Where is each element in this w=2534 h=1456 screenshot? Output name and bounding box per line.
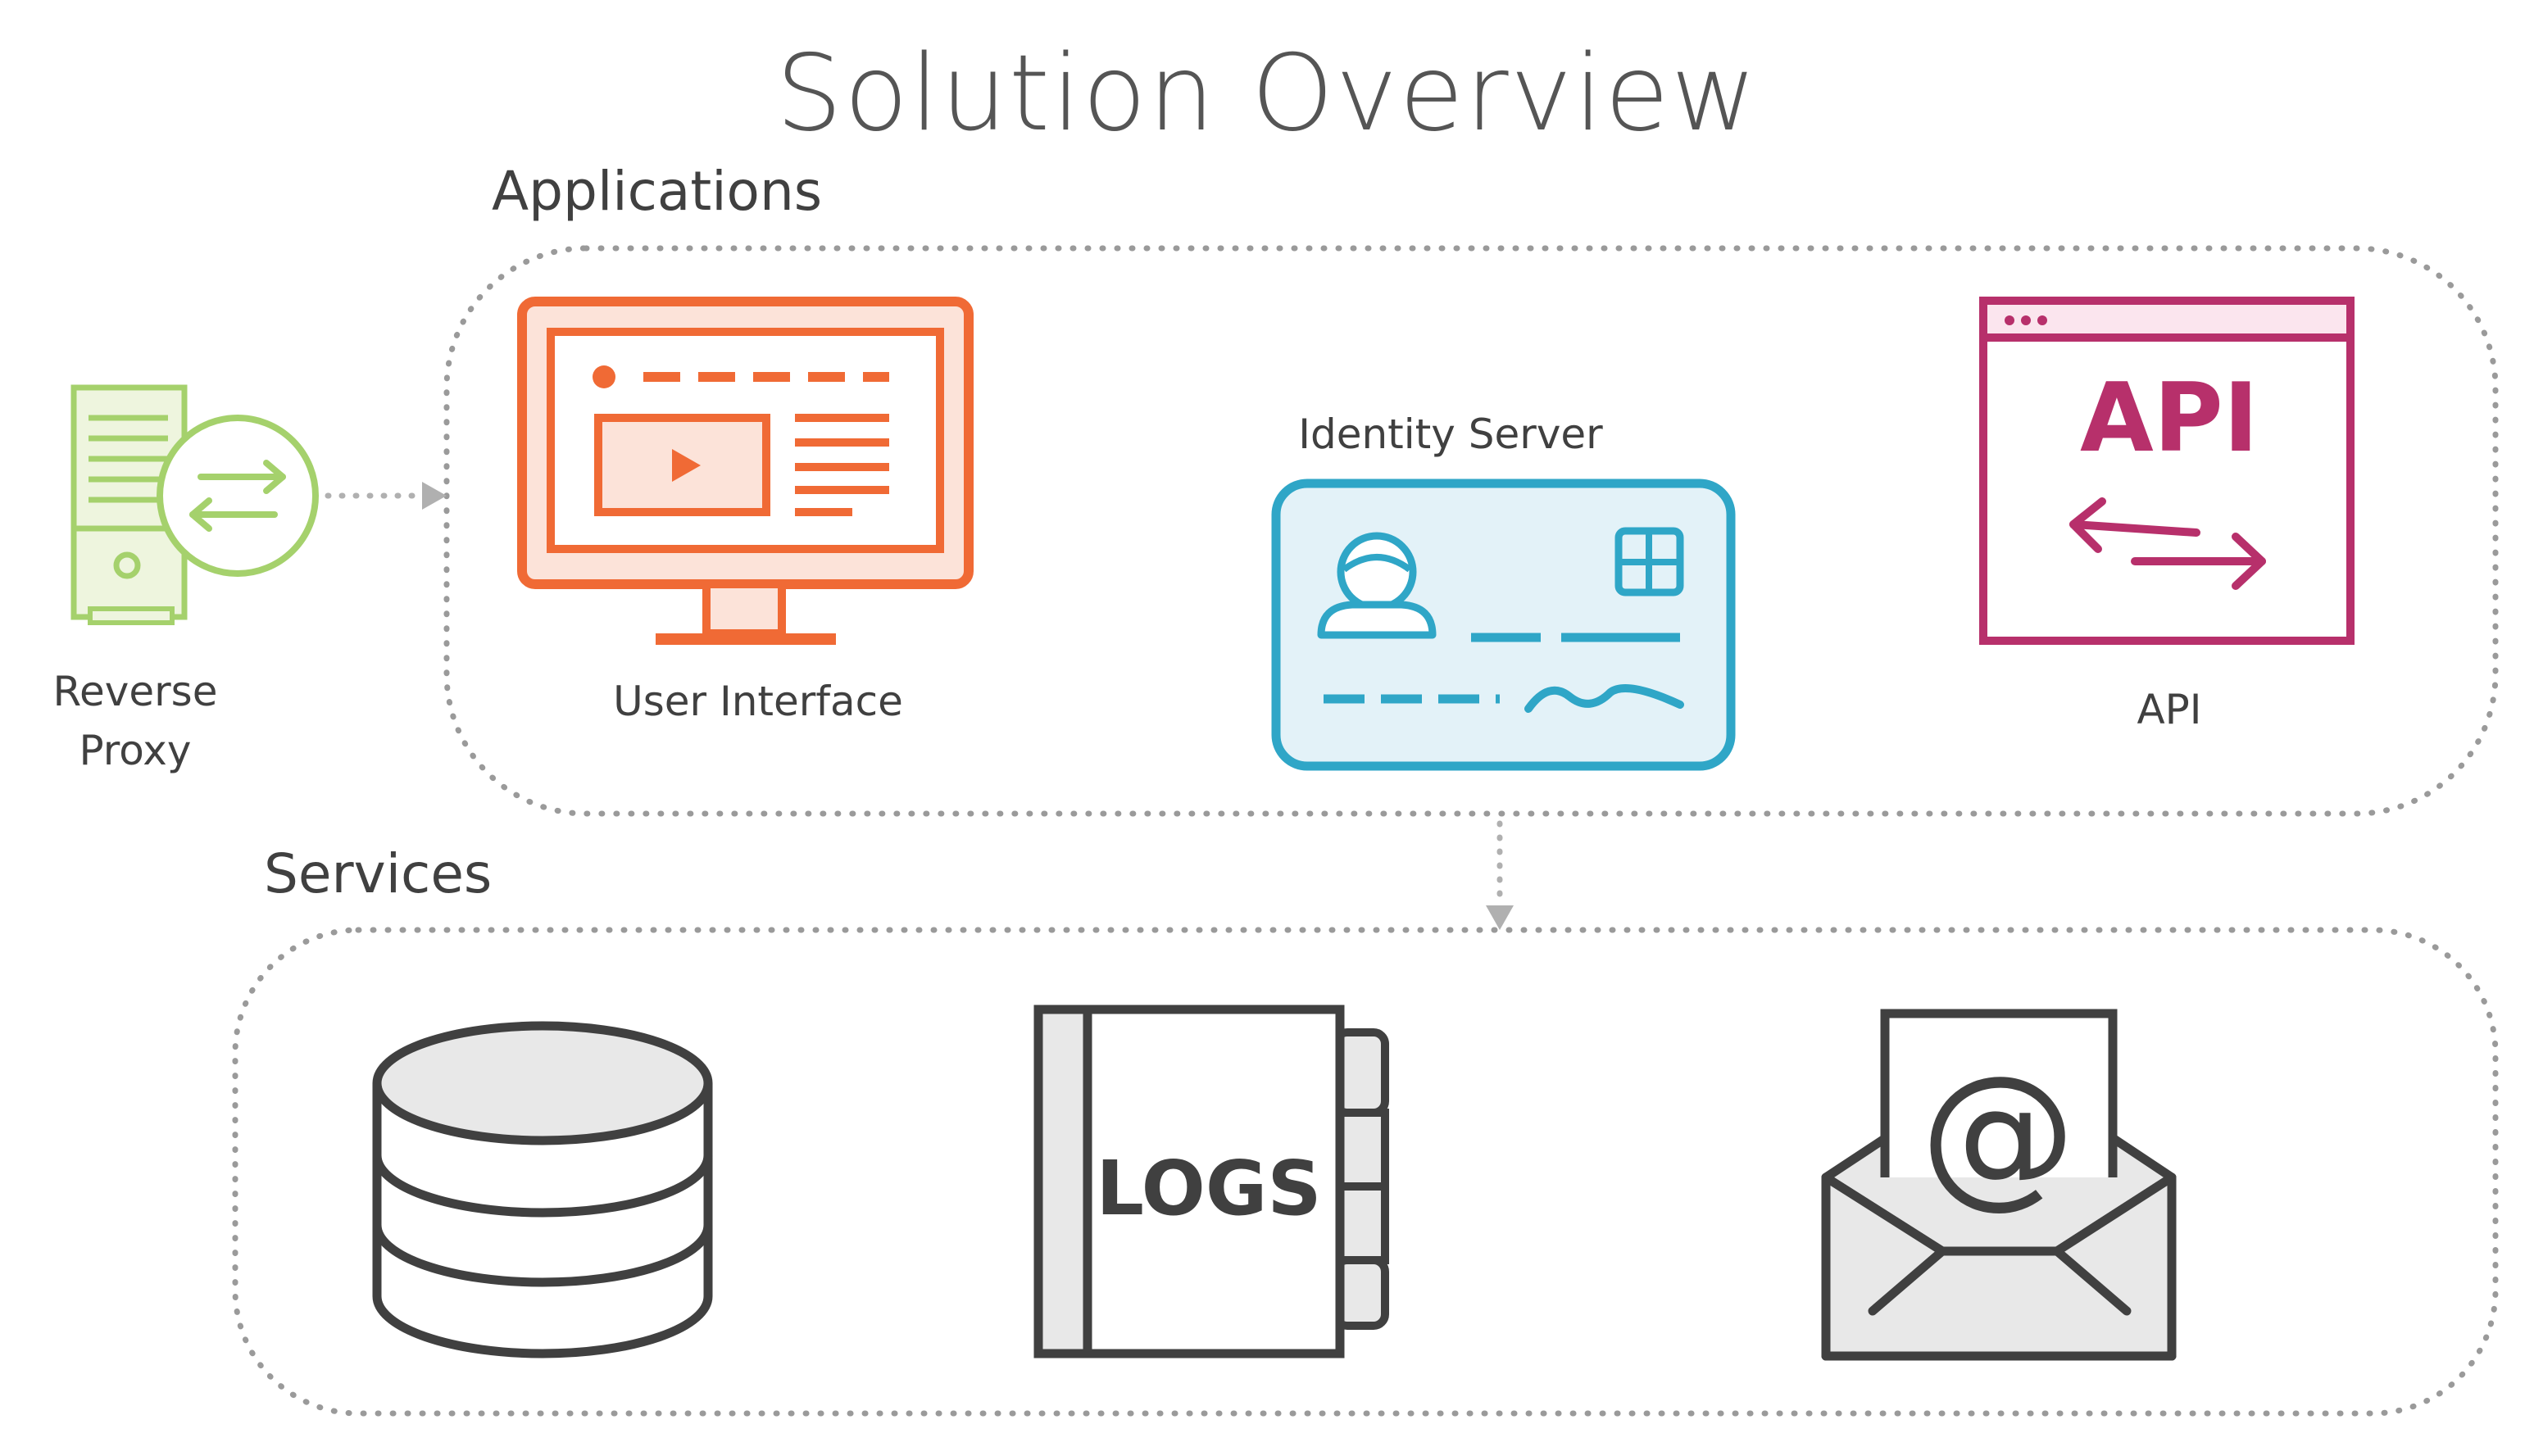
database-icon (372, 1021, 713, 1358)
applications-group-label: Applications (492, 160, 823, 223)
api-window-icon: API (1979, 297, 2355, 645)
applications-group-boundary (443, 245, 2499, 817)
identity-server-label: Identity Server (1298, 410, 1603, 458)
proxy-to-applications-arrow (325, 482, 447, 510)
user-interface-label: User Interface (613, 678, 903, 725)
reverse-proxy-label: Reverse Proxy (16, 662, 254, 780)
logs-icon-text: LOGS (1096, 1145, 1321, 1232)
diagram-title: Solution Overview (775, 33, 1759, 155)
reverse-proxy-label-line2: Proxy (79, 727, 192, 774)
server-exchange-icon (70, 384, 319, 625)
services-group-boundary (232, 927, 2499, 1417)
logbook-icon: LOGS (1033, 1005, 1389, 1358)
services-group-label: Services (264, 842, 493, 905)
at-sign-glyph: @ (1920, 1042, 2076, 1223)
email-envelope-icon: @ (1821, 1009, 2177, 1361)
api-icon-text: API (2080, 363, 2259, 474)
monitor-webpage-icon (517, 297, 974, 645)
applications-to-services-arrow (1486, 820, 1514, 930)
reverse-proxy-label-line1: Reverse (52, 668, 218, 715)
id-card-icon (1271, 479, 1736, 771)
api-label: API (2137, 686, 2202, 733)
